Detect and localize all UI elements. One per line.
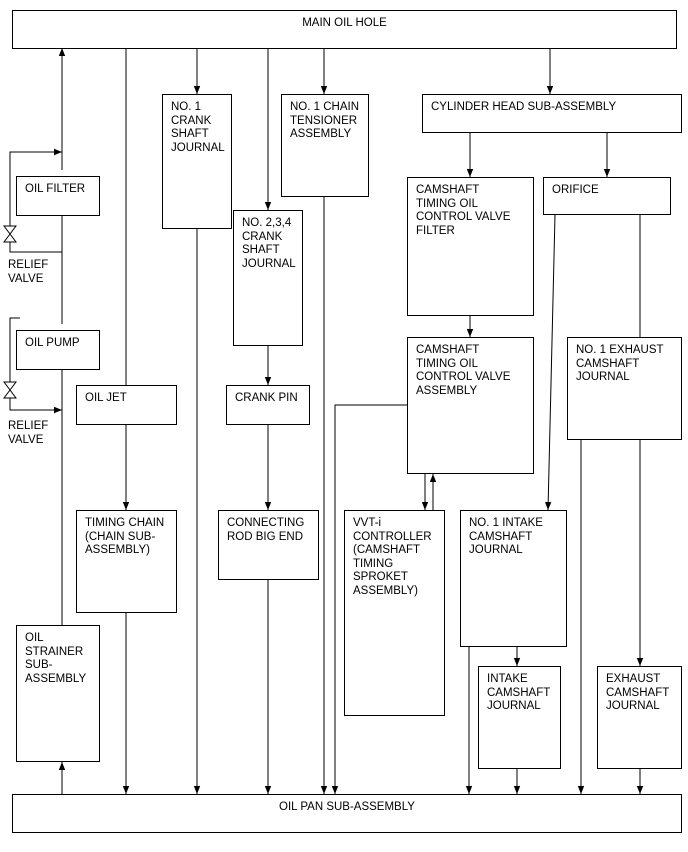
ocv-assembly-box: CAMSHAFT TIMING OIL CONTROL VALVE ASSEMB…: [407, 337, 534, 474]
lower-relief-valve-icon: [3, 381, 17, 399]
lower-relief-loop-bottom: [9, 398, 62, 414]
no1-intake-journal-box: NO. 1 INTAKE CAMSHAFT JOURNAL: [460, 510, 567, 647]
timing-chain-label: TIMING CHAIN (CHAIN SUB- ASSEMBLY): [85, 517, 165, 556]
oil-filter-label: OIL FILTER: [25, 183, 86, 195]
oil-pan-box: OIL PAN SUB-ASSEMBLY: [12, 794, 682, 833]
exhaust-journal-label: EXHAUST CAMSHAFT JOURNAL: [606, 673, 670, 712]
no1-crank-journal-box: NO. 1 CRANK SHAFT JOURNAL: [162, 94, 232, 229]
no234-crank-journal-label: NO. 2,3,4 CRANK SHAFT JOURNAL: [242, 217, 296, 270]
crank-pin-box: CRANK PIN: [226, 385, 310, 425]
no234-crank-journal-box: NO. 2,3,4 CRANK SHAFT JOURNAL: [233, 210, 303, 346]
oil-pump-box: OIL PUMP: [16, 330, 100, 370]
vvti-controller-label: VVT-i CONTROLLER (CAMSHAFT TIMING SPROKE…: [353, 517, 432, 597]
oil-pan-label: OIL PAN SUB-ASSEMBLY: [279, 801, 415, 813]
orifice-label: ORIFICE: [552, 184, 599, 196]
orifice-box: ORIFICE: [543, 177, 671, 215]
lower-relief-valve-label: RELIEF VALVE: [8, 420, 49, 446]
no1-intake-journal-label: NO. 1 INTAKE CAMSHAFT JOURNAL: [469, 517, 543, 556]
connecting-rod-label: CONNECTING ROD BIG END: [227, 517, 305, 543]
intake-journal-label: INTAKE CAMSHAFT JOURNAL: [487, 673, 551, 712]
no1-crank-journal-label: NO. 1 CRANK SHAFT JOURNAL: [171, 101, 225, 154]
vvti-controller-box: VVT-i CONTROLLER (CAMSHAFT TIMING SPROKE…: [344, 510, 445, 716]
oil-strainer-label: OIL STRAINER SUB- ASSEMBLY: [25, 632, 87, 685]
connecting-rod-box: CONNECTING ROD BIG END: [218, 510, 319, 580]
oil-jet-label: OIL JET: [85, 392, 127, 404]
main-oil-hole-box: MAIN OIL HOLE: [12, 10, 677, 49]
main-oil-hole-label: MAIN OIL HOLE: [302, 17, 387, 29]
intake-journal-box: INTAKE CAMSHAFT JOURNAL: [478, 666, 561, 769]
ocv-drain-line: [331, 404, 407, 794]
oil-filter-box: OIL FILTER: [16, 176, 100, 216]
upper-relief-valve-icon: [3, 225, 17, 243]
ocv-assembly-label: CAMSHAFT TIMING OIL CONTROL VALVE ASSEMB…: [416, 344, 511, 397]
upper-relief-loop-top: [9, 148, 62, 226]
crank-pin-label: CRANK PIN: [235, 392, 298, 404]
ocv-filter-label: CAMSHAFT TIMING OIL CONTROL VALVE FILTER: [416, 184, 511, 237]
oil-pump-label: OIL PUMP: [25, 337, 80, 349]
timing-chain-box: TIMING CHAIN (CHAIN SUB- ASSEMBLY): [76, 510, 177, 613]
no1-exhaust-journal-label: NO. 1 EXHAUST CAMSHAFT JOURNAL: [576, 344, 664, 383]
ocv-filter-box: CAMSHAFT TIMING OIL CONTROL VALVE FILTER: [407, 177, 534, 316]
upper-relief-loop: [9, 242, 62, 253]
cylinder-head-label: CYLINDER HEAD SUB-ASSEMBLY: [431, 101, 617, 113]
no1-exhaust-journal-box: NO. 1 EXHAUST CAMSHAFT JOURNAL: [567, 337, 682, 440]
chain-tensioner-label: NO. 1 CHAIN TENSIONER ASSEMBLY: [290, 101, 360, 140]
exhaust-journal-box: EXHAUST CAMSHAFT JOURNAL: [597, 666, 682, 769]
orifice-to-no1-intake-line: [544, 214, 556, 511]
oil-strainer-box: OIL STRAINER SUB- ASSEMBLY: [16, 625, 100, 762]
cylinder-head-box: CYLINDER HEAD SUB-ASSEMBLY: [422, 94, 682, 133]
oil-jet-box: OIL JET: [76, 385, 177, 425]
chain-tensioner-box: NO. 1 CHAIN TENSIONER ASSEMBLY: [281, 94, 369, 197]
lower-relief-loop-top: [9, 317, 20, 382]
upper-relief-valve-label: RELIEF VALVE: [8, 259, 49, 285]
